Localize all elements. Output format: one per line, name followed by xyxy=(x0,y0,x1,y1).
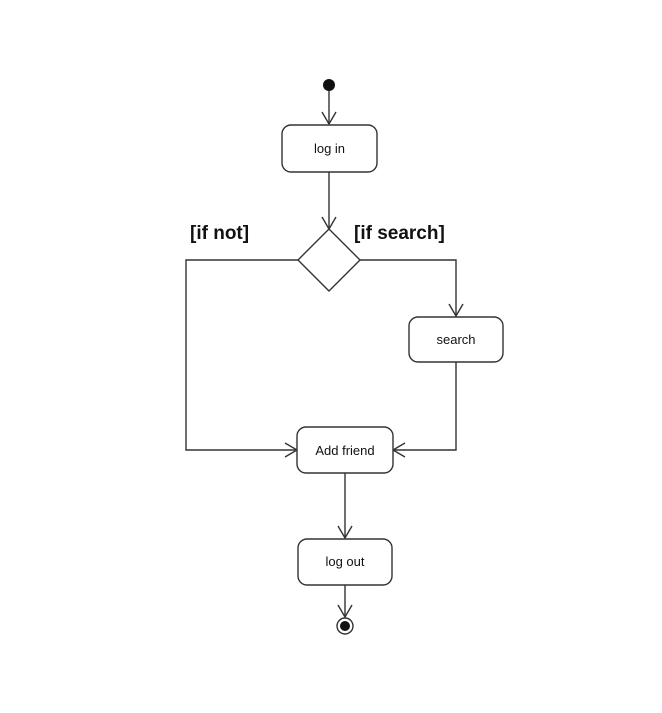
initial-node xyxy=(323,79,335,91)
search-label: search xyxy=(436,332,475,347)
decision-node xyxy=(297,228,361,292)
final-node-inner xyxy=(340,621,350,631)
edge-decision-to-search xyxy=(360,259,457,316)
edge-decision-to-add-friend xyxy=(185,259,298,451)
add-friend-label: Add friend xyxy=(315,443,374,458)
arrowhead-logout xyxy=(337,525,353,540)
edge-search-to-add-friend xyxy=(393,362,457,451)
logout-label: log out xyxy=(325,554,364,569)
arrowhead-login xyxy=(321,111,337,126)
guard-if-not: [if not] xyxy=(190,223,249,244)
arrowhead-final xyxy=(337,604,353,619)
arrowhead-search xyxy=(448,303,464,318)
login-label: log in xyxy=(314,141,345,156)
guard-if-search: [if search] xyxy=(354,223,445,244)
